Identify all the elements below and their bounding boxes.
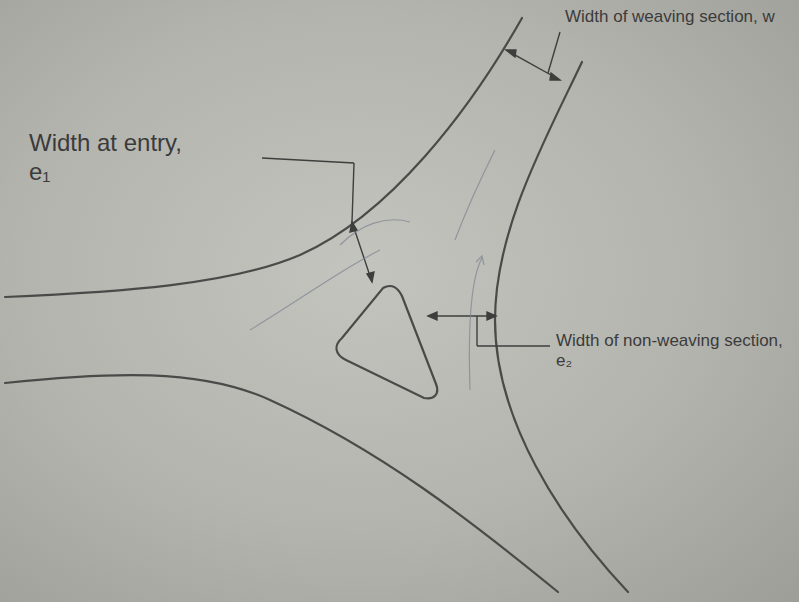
arrow-head bbox=[367, 272, 374, 282]
dimension-line bbox=[428, 315, 496, 316]
road-edge bbox=[5, 375, 558, 592]
traffic-island bbox=[336, 286, 437, 398]
leader-line bbox=[352, 163, 354, 222]
arrow-head bbox=[506, 50, 516, 57]
dimension-label: Width of non-weaving section, e₂ bbox=[553, 330, 794, 373]
arrow-head bbox=[550, 73, 560, 80]
dimension-line bbox=[506, 50, 560, 80]
traffic-flow-sketch bbox=[476, 256, 484, 265]
traffic-flow-sketch bbox=[250, 250, 380, 330]
road-edge bbox=[5, 18, 522, 297]
traffic-flow-sketch bbox=[455, 150, 495, 240]
leader-line bbox=[548, 32, 560, 73]
dimension-label: Width of weaving section, w bbox=[562, 6, 793, 28]
traffic-flow-sketch bbox=[469, 258, 482, 390]
arrow-head bbox=[428, 312, 437, 320]
arrow-head bbox=[350, 222, 357, 232]
leader-line bbox=[477, 345, 550, 346]
leader-line bbox=[476, 316, 477, 346]
road-edge bbox=[495, 62, 628, 592]
arrow-head bbox=[487, 312, 496, 320]
dimension-label: Width at entry, e₁ bbox=[26, 128, 212, 188]
traffic-flow-sketch bbox=[340, 220, 410, 245]
leader-line bbox=[262, 158, 354, 163]
